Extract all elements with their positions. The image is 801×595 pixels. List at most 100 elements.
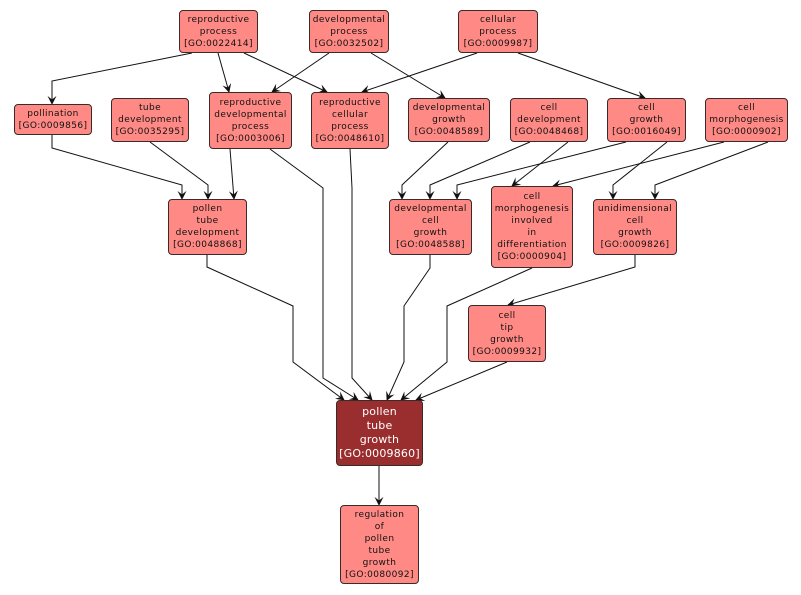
node-go-id: [GO:0009987] bbox=[463, 38, 533, 49]
node-go-id: [GO:0048589] bbox=[414, 127, 484, 137]
edge-GO0032502-to-GO0048589 bbox=[370, 52, 446, 99]
node-name-line: growth bbox=[413, 228, 448, 238]
edge-GO0022414-to-GO0009856 bbox=[47, 52, 193, 105]
node-name-line: developmental bbox=[214, 109, 287, 120]
node-name-line: growth bbox=[629, 115, 664, 125]
go-term-node[interactable]: cell morphogenesis [GO:0000902] bbox=[705, 98, 788, 142]
edge-GO0009826-to-GO0009932 bbox=[507, 255, 636, 307]
edge-GO0022414-to-GO0048610 bbox=[243, 52, 328, 93]
node-name-line: tube bbox=[138, 103, 162, 113]
node-name-line: cellular bbox=[331, 109, 369, 120]
go-term-node[interactable]: developmental growth [GO:0048589] bbox=[408, 98, 490, 142]
node-name-line: tip bbox=[500, 322, 514, 333]
node-go-id: [GO:0009932] bbox=[472, 346, 542, 357]
edge-GO0048468-to-GO0048588 bbox=[425, 141, 531, 200]
node-name-line: cellular bbox=[479, 14, 517, 25]
node-name-line: pollen bbox=[362, 405, 397, 418]
edge-GO0000902-to-GO0009826 bbox=[650, 141, 769, 200]
go-term-node[interactable]: pollen tube development [GO:0048868] bbox=[168, 199, 247, 255]
node-name-line: tube bbox=[196, 216, 219, 226]
node-name-line: pollination bbox=[27, 108, 79, 119]
node-name-line: reproductive bbox=[319, 97, 381, 108]
node-name-line: cell bbox=[498, 310, 516, 321]
edge-GO0048610-to-GO0009860 bbox=[349, 148, 373, 401]
node-name-line: tube bbox=[368, 545, 391, 556]
node-go-id: [GO:0032502] bbox=[314, 38, 384, 49]
node-name-line: morphogenesis bbox=[709, 115, 784, 125]
node-name-line: growth bbox=[359, 433, 400, 446]
node-name-line: pollen bbox=[192, 204, 223, 214]
node-name-line: development bbox=[175, 228, 240, 238]
edge-GO0048589-to-GO0048588 bbox=[397, 141, 449, 200]
node-name-line: of bbox=[374, 521, 385, 532]
node-name-line: growth bbox=[490, 334, 524, 345]
node-go-id: [GO:0000902] bbox=[712, 127, 781, 137]
edge-GO0016049-to-GO0009826 bbox=[608, 141, 668, 200]
node-name-line: regulation bbox=[354, 509, 405, 520]
go-term-node[interactable]: developmental cell growth [GO:0048588] bbox=[389, 199, 472, 255]
node-name-line: growth bbox=[618, 228, 652, 238]
node-go-id: [GO:0022414] bbox=[184, 38, 253, 49]
edge-GO0022414-to-GO0003006 bbox=[217, 52, 232, 93]
node-name-line: cell bbox=[637, 103, 656, 113]
edge-GO0032502-to-GO0003006 bbox=[271, 52, 330, 93]
node-name-line: tube bbox=[366, 419, 393, 432]
node-name-line: process bbox=[330, 26, 368, 37]
node-name-line: process bbox=[231, 121, 270, 132]
node-name-line: developmental bbox=[412, 103, 486, 113]
node-name-line: reproductive bbox=[187, 14, 250, 25]
node-go-id: [GO:0016049] bbox=[612, 127, 681, 137]
node-go-id: [GO:0048610] bbox=[315, 133, 385, 144]
edge-GO0003006-to-GO0009860 bbox=[269, 148, 359, 401]
node-go-id: [GO:0080092] bbox=[345, 569, 414, 580]
node-name-line: developmental bbox=[312, 14, 386, 25]
edge-GO0048588-to-GO0009860 bbox=[386, 255, 431, 401]
node-name-line: process bbox=[479, 26, 517, 37]
node-go-id: [GO:0048868] bbox=[173, 240, 242, 250]
node-name-line: in bbox=[527, 228, 537, 238]
node-go-id: [GO:0048588] bbox=[396, 240, 465, 250]
edge-GO0000902-to-GO0000904 bbox=[552, 141, 725, 189]
node-go-id: [GO:0009826] bbox=[600, 240, 670, 250]
node-name-line: cell bbox=[626, 216, 644, 226]
node-go-id: [GO:0009860] bbox=[339, 447, 420, 460]
edge-GO0035295-to-GO0048868 bbox=[149, 141, 213, 200]
node-name-line: process bbox=[199, 26, 238, 37]
edge-GO0048868-to-GO0009860 bbox=[206, 255, 345, 401]
edge-GO0009856-to-GO0048868 bbox=[51, 135, 187, 200]
node-name-line: involved bbox=[511, 216, 553, 226]
node-go-id: [GO:0000904] bbox=[497, 252, 567, 262]
node-go-id: [GO:0048468] bbox=[514, 127, 584, 137]
node-go-id: [GO:0009856] bbox=[18, 120, 88, 131]
go-term-node[interactable]: unidimensional cell growth [GO:0009826] bbox=[593, 199, 677, 255]
go-term-node[interactable]: cell growth [GO:0016049] bbox=[607, 98, 686, 142]
node-name-line: pollen bbox=[364, 533, 395, 544]
node-name-line: morphogenesis bbox=[494, 204, 570, 214]
node-name-line: cell bbox=[737, 103, 756, 113]
edge-GO0009987-to-GO0048610 bbox=[361, 52, 478, 94]
node-name-line: unidimensional bbox=[597, 204, 673, 214]
node-go-id: [GO:0035295] bbox=[115, 127, 185, 137]
edge-GO0009932-to-GO0009860 bbox=[415, 361, 508, 402]
node-name-line: developmental bbox=[394, 204, 467, 214]
node-name-line: growth bbox=[432, 115, 466, 125]
edge-GO0009987-to-GO0016049 bbox=[517, 52, 646, 100]
node-name-line: cell bbox=[523, 192, 541, 202]
node-name-line: development bbox=[517, 115, 581, 125]
go-term-node[interactable]: pollination[GO:0009856] bbox=[14, 104, 92, 135]
edge-GO0003006-to-GO0048868 bbox=[228, 148, 238, 200]
node-name-line: cell bbox=[421, 216, 440, 226]
